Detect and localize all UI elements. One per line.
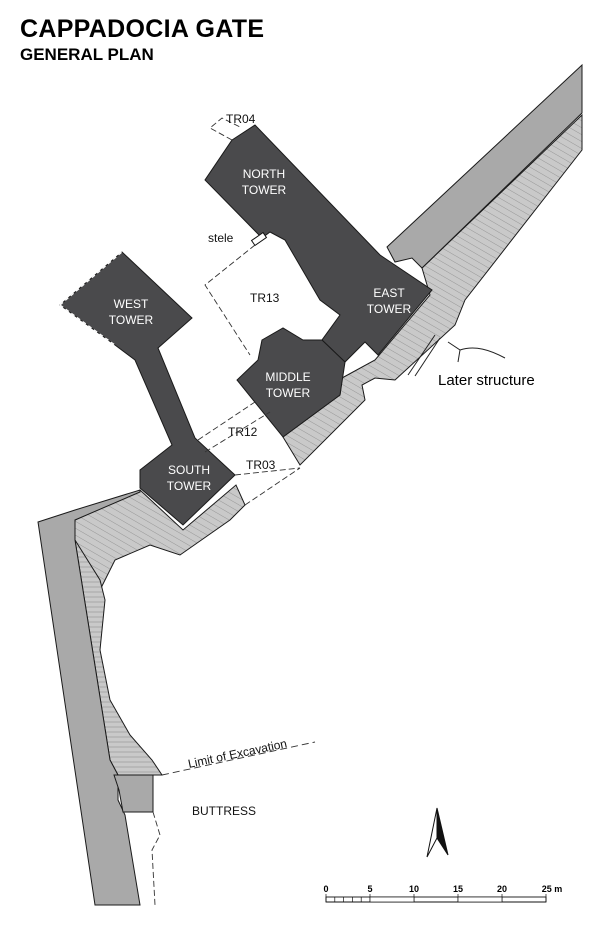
plan-subtitle: GENERAL PLAN bbox=[20, 45, 154, 64]
middle-tower-label-2: TOWER bbox=[266, 386, 311, 400]
trench-tr13-label: TR13 bbox=[250, 291, 280, 305]
limit-of-excavation-label: Limit of Excavation bbox=[187, 736, 288, 771]
buttress bbox=[113, 774, 154, 813]
buttress-label: BUTTRESS bbox=[192, 804, 256, 818]
curtain-walls bbox=[37, 63, 583, 906]
buttress-dashed-outline bbox=[151, 811, 161, 906]
later-structure-label: Later structure bbox=[438, 372, 535, 389]
curtain-wall-west bbox=[37, 489, 141, 906]
scale-tick-0: 0 bbox=[323, 884, 328, 894]
middle-tower bbox=[236, 327, 346, 438]
scale-tick-10: 10 bbox=[409, 884, 419, 894]
trench-tr12-label: TR12 bbox=[228, 425, 258, 439]
south-tower-label-1: SOUTH bbox=[168, 463, 210, 477]
west-south-tower-complex bbox=[59, 251, 236, 526]
tower-labels: NORTH TOWER WEST TOWER EAST TOWER MIDDLE… bbox=[109, 167, 412, 493]
south-tower-label-2: TOWER bbox=[167, 479, 212, 493]
title-block: CAPPADOCIA GATE GENERAL PLAN bbox=[20, 14, 264, 66]
trench-tr12-outline bbox=[197, 399, 271, 453]
north-tower-label-2: TOWER bbox=[242, 183, 287, 197]
west-tower-label-1: WEST bbox=[114, 297, 149, 311]
scale-segment bbox=[457, 896, 503, 903]
east-tower-label-1: EAST bbox=[373, 286, 405, 300]
scale-tick-15: 15 bbox=[453, 884, 463, 894]
scale-bar: 0 5 10 15 20 25 m bbox=[323, 884, 563, 903]
north-arrow-icon bbox=[426, 807, 449, 858]
stele-icon bbox=[250, 231, 268, 247]
limit-of-excavation-line bbox=[161, 741, 316, 776]
trench-tr04-outline bbox=[209, 117, 241, 141]
plan-title: CAPPADOCIA GATE bbox=[20, 15, 265, 43]
trench-tr03-label: TR03 bbox=[246, 458, 276, 472]
scale-tick-5: 5 bbox=[367, 884, 372, 894]
scale-segment bbox=[369, 896, 415, 903]
middle-tower-label-1: MIDDLE bbox=[265, 370, 310, 384]
later-structure bbox=[407, 334, 506, 377]
west-tower-label-2: TOWER bbox=[109, 313, 154, 327]
curtain-wall-east bbox=[386, 63, 583, 269]
scale-tick-20: 20 bbox=[497, 884, 507, 894]
towers bbox=[59, 124, 433, 526]
stele-label: stele bbox=[208, 231, 234, 245]
trench-tr13-outline bbox=[204, 244, 256, 356]
west-tower-dashed-edge-2 bbox=[59, 304, 116, 346]
north-tower-label-1: NORTH bbox=[243, 167, 285, 181]
trench-tr04-label: TR04 bbox=[226, 112, 256, 126]
trench-tr03-outline bbox=[234, 467, 301, 506]
scale-tick-25: 25 m bbox=[542, 884, 563, 894]
east-tower-label-2: TOWER bbox=[367, 302, 412, 316]
trench-outlines bbox=[151, 117, 301, 906]
